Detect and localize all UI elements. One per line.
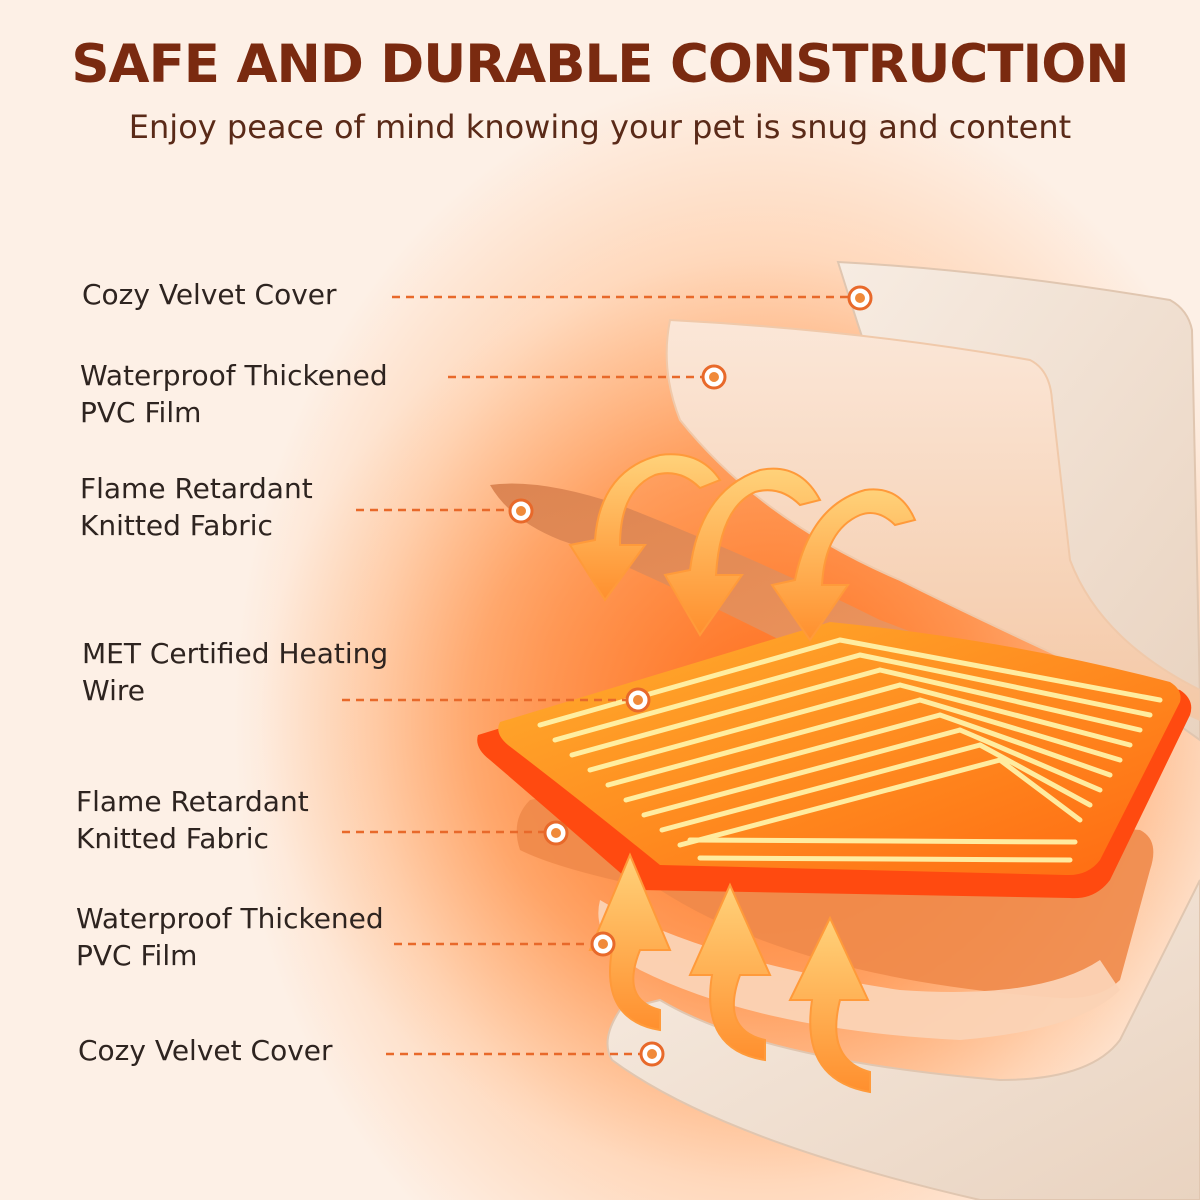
target-dot-icon — [508, 498, 534, 524]
target-dot-icon — [590, 931, 616, 957]
curved-arrow-icon — [663, 467, 822, 637]
heat-arrows-down — [568, 453, 917, 642]
label-cozy-velvet-cover-bottom: Cozy Velvet Cover — [78, 1034, 333, 1067]
label-flame-fabric-top: Flame Retardant Knitted Fabric — [80, 472, 313, 542]
curved-arrow-icon — [688, 882, 772, 1062]
curved-arrow-icon — [568, 453, 722, 602]
label-cozy-velvet-cover-top: Cozy Velvet Cover — [82, 278, 337, 311]
curved-arrow-icon — [788, 915, 871, 1094]
heating-wire-board — [477, 622, 1192, 899]
target-dot-icon — [701, 364, 727, 390]
target-dot-icon — [543, 820, 569, 846]
curved-arrow-icon — [770, 488, 917, 642]
target-dot-icon — [639, 1041, 665, 1067]
page-title: SAFE AND DURABLE CONSTRUCTION — [71, 34, 1129, 95]
label-flame-fabric-bottom: Flame Retardant Knitted Fabric — [76, 785, 309, 855]
target-dot-icon — [625, 687, 651, 713]
label-pvc-film-top: Waterproof Thickened PVC Film — [80, 359, 388, 429]
label-heating-wire: MET Certified Heating Wire — [82, 637, 389, 707]
page-subtitle: Enjoy peace of mind knowing your pet is … — [128, 108, 1072, 146]
header: SAFE AND DURABLE CONSTRUCTION Enjoy peac… — [0, 30, 1200, 150]
label-pvc-film-bottom: Waterproof Thickened PVC Film — [76, 902, 384, 972]
pvc-film-top — [665, 318, 1200, 722]
pvc-film-bottom — [598, 900, 1120, 1040]
markers — [508, 285, 873, 1067]
target-dot-icon — [847, 285, 873, 311]
